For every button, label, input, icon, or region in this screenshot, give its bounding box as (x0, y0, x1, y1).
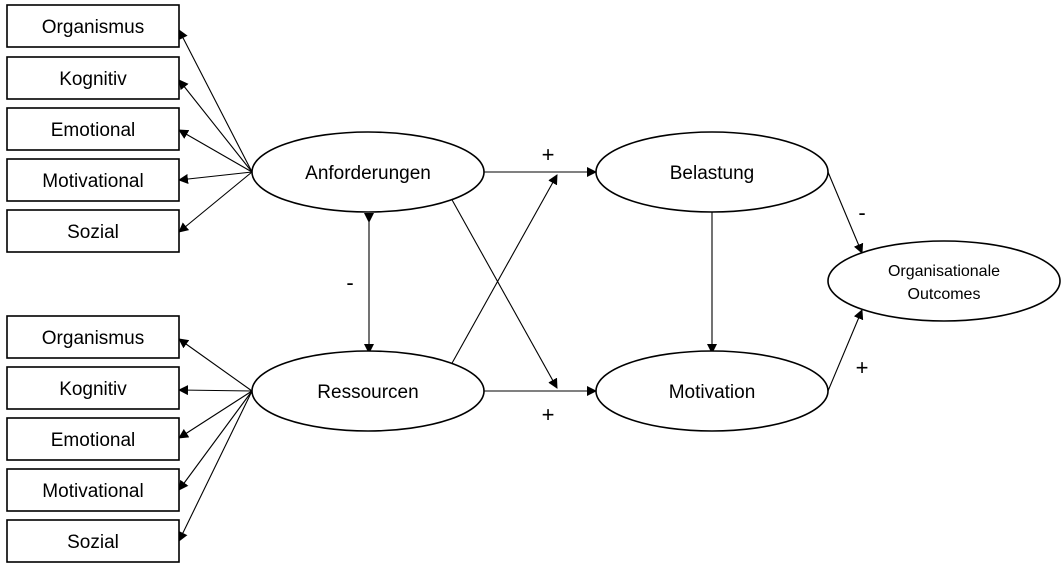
construct-outcomes-label-line2: Outcomes (908, 286, 981, 303)
path-signs: - + + - + (346, 142, 868, 427)
demand-factor-emotional: Emotional (6, 107, 180, 151)
demand-factor-motivational: Motivational (6, 158, 180, 202)
demand-factor-organismus: Organismus (6, 4, 180, 48)
edge-resources-kognitiv (178, 385, 253, 396)
construct-outcomes-label-line1: Organisationale (888, 263, 1000, 280)
resource-factor-kognitiv: Kognitiv (6, 366, 180, 410)
construct-resources: Ressourcen (251, 350, 485, 432)
demand-factor-label: Emotional (51, 120, 136, 141)
resource-factor-label: Kognitiv (59, 379, 127, 400)
edge-resources-motivational (178, 390, 253, 491)
demand-factor-label: Kognitiv (59, 69, 127, 90)
resource-factor-label: Organismus (42, 328, 144, 349)
resource-factor-sozial: Sozial (6, 519, 180, 563)
construct-demands: Anforderungen (251, 131, 485, 213)
sign-motivation-outcomes: + (856, 355, 869, 380)
edge-resources-emotional (178, 390, 253, 439)
construct-demands-label: Anforderungen (305, 163, 431, 184)
demand-factor-sozial: Sozial (6, 209, 180, 253)
sign-demands-strain: + (542, 142, 555, 167)
edge-demands-motivation (450, 197, 558, 389)
edge-motivation-outcomes (827, 309, 864, 392)
edge-demands-kognitiv (178, 79, 253, 173)
demand-factor-label: Sozial (67, 222, 119, 243)
construct-resources-label: Ressourcen (317, 382, 418, 403)
sign-resources-motivation: + (542, 402, 555, 427)
resource-factor-label: Motivational (42, 481, 143, 502)
edges (178, 29, 864, 542)
demand-factor-label: Motivational (42, 171, 143, 192)
resource-factor-organismus: Organismus (6, 315, 180, 359)
resource-factor-emotional: Emotional (6, 417, 180, 461)
edge-demands-emotional (178, 129, 253, 173)
resource-factor-label: Emotional (51, 430, 136, 451)
edge-strain-outcomes (827, 171, 864, 254)
edge-demands-sozial (178, 171, 253, 233)
construct-strain-label: Belastung (670, 163, 755, 184)
resource-factor-boxes: Organismus Kognitiv Emotional Motivation… (6, 315, 180, 563)
resource-factor-label: Sozial (67, 532, 119, 553)
construct-motivation-label: Motivation (669, 382, 756, 403)
construct-motivation: Motivation (595, 350, 829, 432)
demand-factor-kognitiv: Kognitiv (6, 56, 180, 100)
edge-resources-organismus (178, 338, 253, 392)
edge-demands-organismus (178, 29, 253, 173)
construct-strain: Belastung (595, 131, 829, 213)
edge-resources-strain (450, 174, 558, 366)
demand-factor-boxes: Organismus Kognitiv Emotional Motivation… (6, 4, 180, 253)
edge-resources-sozial (178, 390, 253, 542)
resource-factor-motivational: Motivational (6, 468, 180, 512)
construct-outcomes: Organisationale Outcomes (827, 240, 1061, 322)
demand-factor-label: Organismus (42, 17, 144, 38)
sign-demands-resources: - (346, 270, 353, 295)
edge-demands-motivational (178, 171, 253, 184)
sign-strain-outcomes: - (858, 200, 865, 225)
